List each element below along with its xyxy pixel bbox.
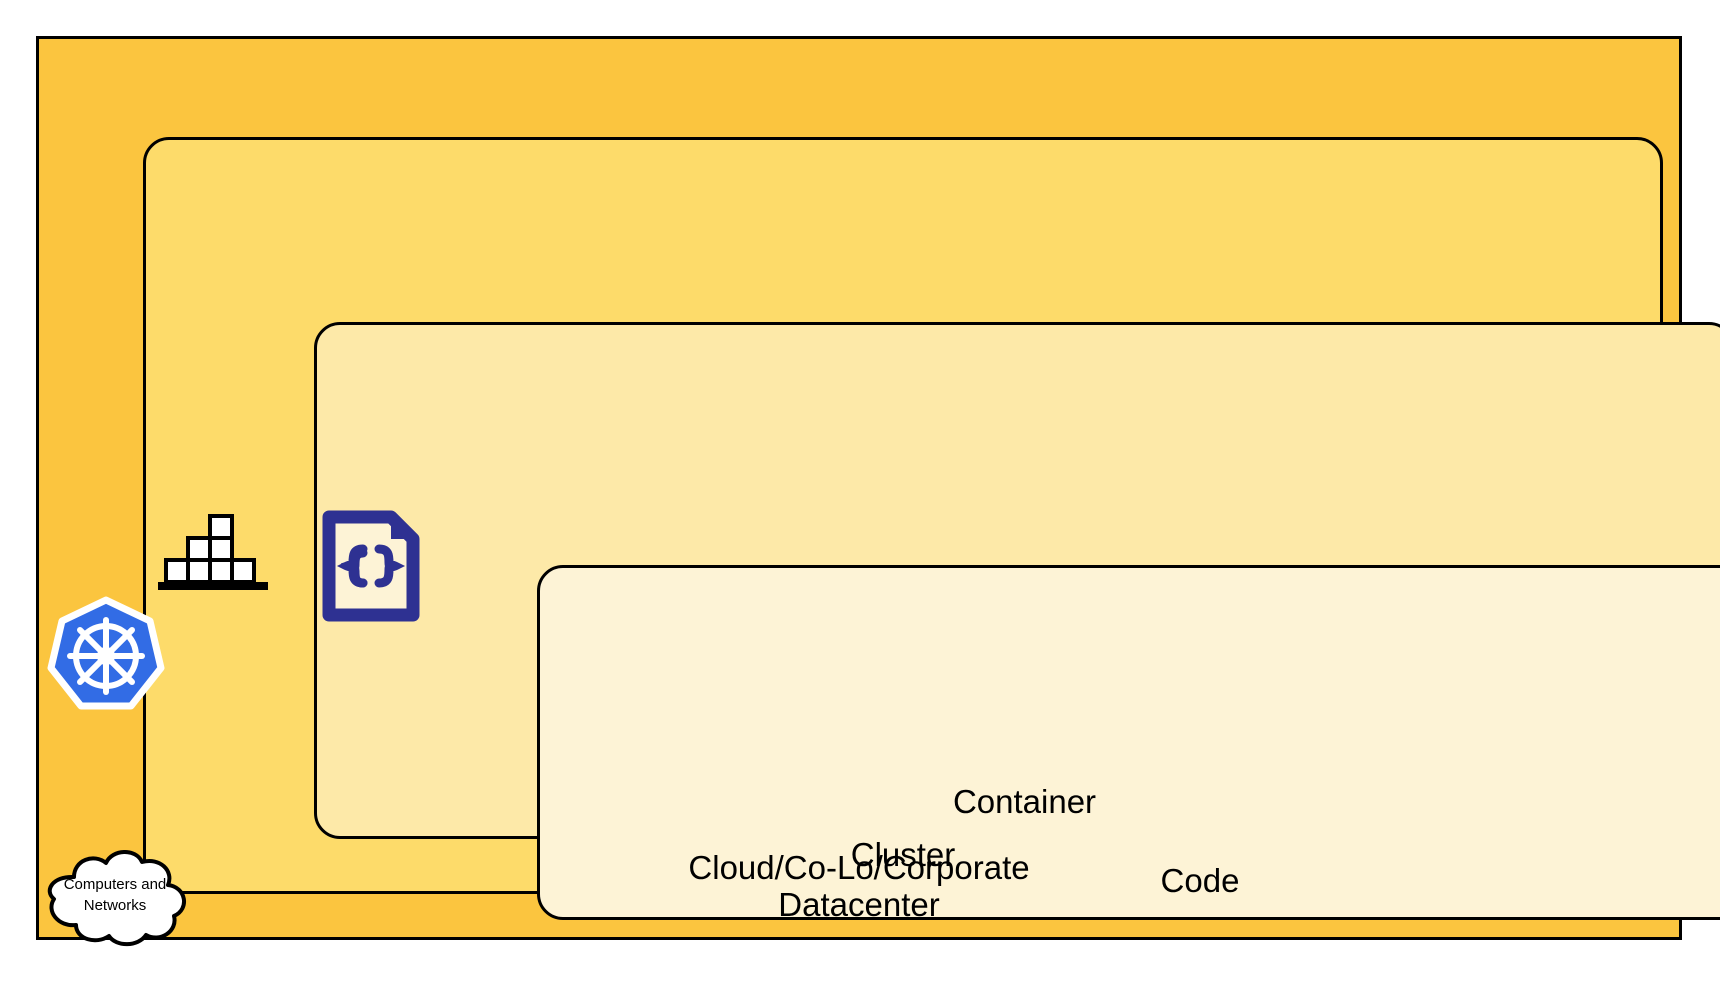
layer-label-cluster: Cluster — [850, 836, 956, 873]
layer-cluster[interactable]: Code Container — [143, 137, 1720, 920]
layer-label-code: Code — [1160, 862, 1240, 899]
container-blocks-icon — [158, 514, 268, 590]
layer-label-container: Container — [952, 783, 1097, 820]
layer-datacenter[interactable]: Code Container — [36, 36, 1720, 940]
layer-container[interactable]: Code Container — [314, 322, 1720, 920]
json-file-icon — [322, 510, 420, 622]
cloud-computers-networks[interactable]: Computers and Networks — [32, 843, 198, 947]
cloud-shape-icon — [47, 850, 186, 947]
layer-code[interactable]: Code — [537, 565, 1720, 920]
kubernetes-icon — [47, 596, 165, 710]
layer-label-datacenter: Cloud/Co-Lo/Corporate Datacenter — [688, 849, 1030, 923]
